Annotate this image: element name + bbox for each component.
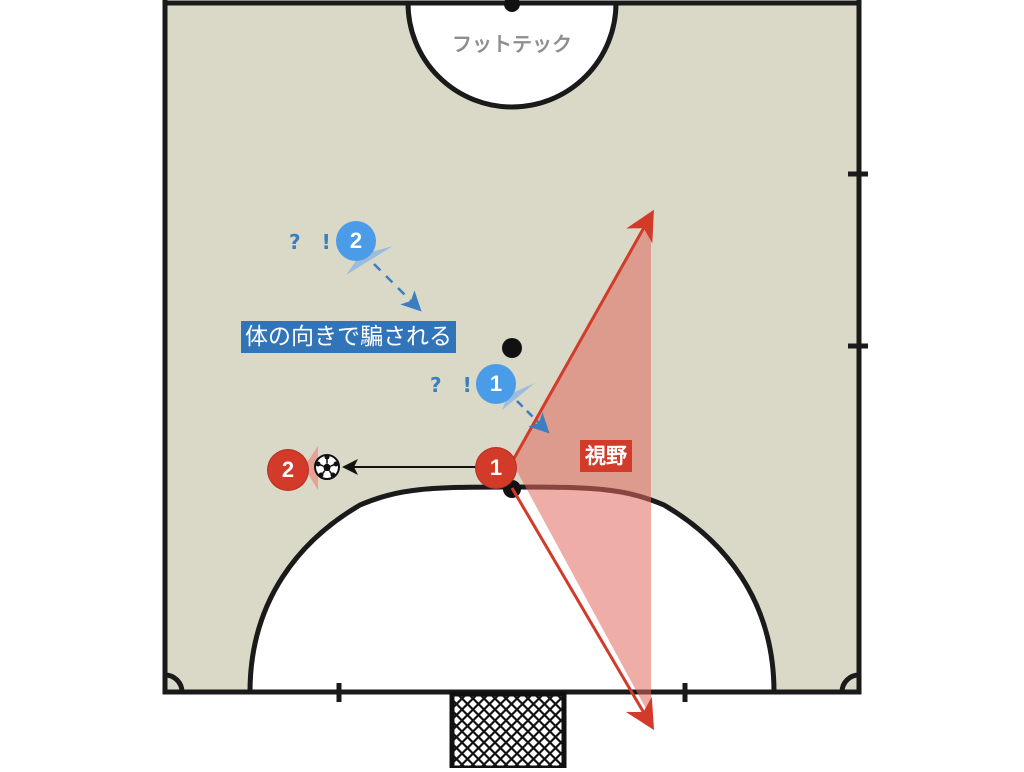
defender-2-move-arrow — [373, 263, 422, 312]
field-of-view-label: 視野 — [580, 440, 632, 472]
caption-label: 体の向きで騙される — [241, 321, 456, 353]
corner-arc-right — [839, 672, 860, 693]
defender-1-orientation — [502, 383, 535, 410]
vision-edge-lower — [510, 487, 655, 731]
brand-watermark: フットテック — [452, 32, 572, 56]
attacker-2-marker: 2 — [268, 450, 308, 490]
attacker-1-marker: 1 — [476, 448, 516, 488]
goal-net — [449, 691, 567, 771]
soccer-ball-icon — [314, 454, 340, 480]
corner-arc-left — [164, 672, 185, 693]
defender-2-orientation — [346, 246, 393, 275]
defender-1-confusion-mark: ? ! — [430, 373, 479, 397]
second-penalty-spot — [502, 338, 522, 358]
center-spot — [504, 0, 520, 12]
attacker-2-orientation — [304, 446, 318, 490]
center-circle — [405, 0, 619, 110]
defender-1-move-arrow — [516, 400, 550, 434]
defender-1-marker: 1 — [476, 364, 516, 404]
defender-2-confusion-mark: ? ! — [289, 230, 338, 254]
defender-2-marker: 2 — [336, 221, 376, 261]
